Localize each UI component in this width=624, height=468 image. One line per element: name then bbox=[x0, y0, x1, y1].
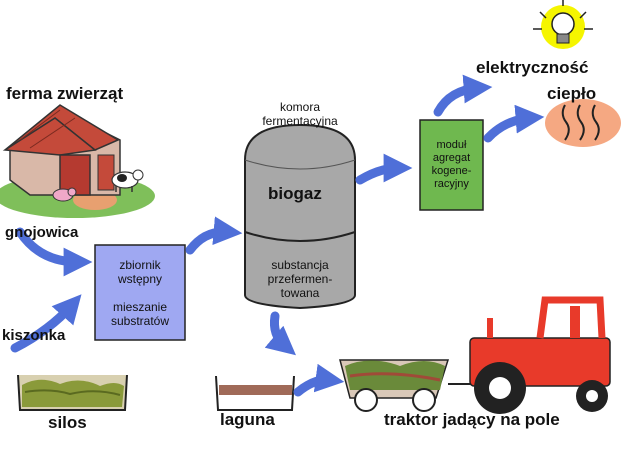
silo-illustration bbox=[17, 374, 128, 411]
arrow-lagoon-to-trailer bbox=[293, 363, 345, 397]
lightbulb-icon bbox=[533, 0, 593, 49]
arrow-silage-to-tank bbox=[10, 294, 82, 353]
arrow-chp-to-heat bbox=[483, 104, 545, 143]
arrow-fermenter-to-chp bbox=[355, 153, 413, 185]
tank-box bbox=[94, 244, 186, 341]
tank-label: zbiornik wstępny bbox=[117, 257, 163, 286]
biogas-label: biogaz bbox=[268, 184, 322, 203]
tank-text: zbiornik wstępny mieszanie substratów bbox=[95, 245, 185, 340]
arrow-manure-to-tank bbox=[15, 227, 93, 277]
lagoon-label: laguna bbox=[220, 410, 275, 429]
lagoon-illustration bbox=[215, 375, 295, 411]
fermenter-illustration bbox=[244, 123, 356, 310]
chp-label: moduł agregat kogene- racyjny bbox=[431, 139, 472, 190]
mixing-label: mieszanie substratów bbox=[110, 299, 170, 328]
silo-label: silos bbox=[48, 413, 87, 432]
tractor-illustration bbox=[339, 296, 611, 414]
flow-arrows bbox=[10, 74, 545, 397]
arrow-fermenter-to-lagoon bbox=[264, 311, 296, 356]
farm-illustration bbox=[0, 104, 155, 218]
tractor-label: traktor jadący na pole bbox=[384, 410, 560, 429]
manure-label: gnojowica bbox=[5, 224, 79, 241]
electricity-label: elektryczność bbox=[476, 58, 589, 77]
silage-label: kiszonka bbox=[2, 327, 66, 344]
arrow-tank-to-fermenter bbox=[185, 216, 243, 255]
digestate-label: substancja przefermen- towana bbox=[267, 258, 333, 300]
chp-box bbox=[419, 119, 484, 211]
heat-icon bbox=[545, 99, 621, 147]
chamber-label: komora fermentacyjna bbox=[262, 100, 338, 128]
chp-text: moduł agregat kogene- racyjny bbox=[420, 120, 483, 210]
farm-label: ferma zwierząt bbox=[6, 84, 124, 103]
arrow-chp-to-electricity bbox=[433, 74, 493, 117]
heat-label: ciepło bbox=[547, 84, 597, 103]
